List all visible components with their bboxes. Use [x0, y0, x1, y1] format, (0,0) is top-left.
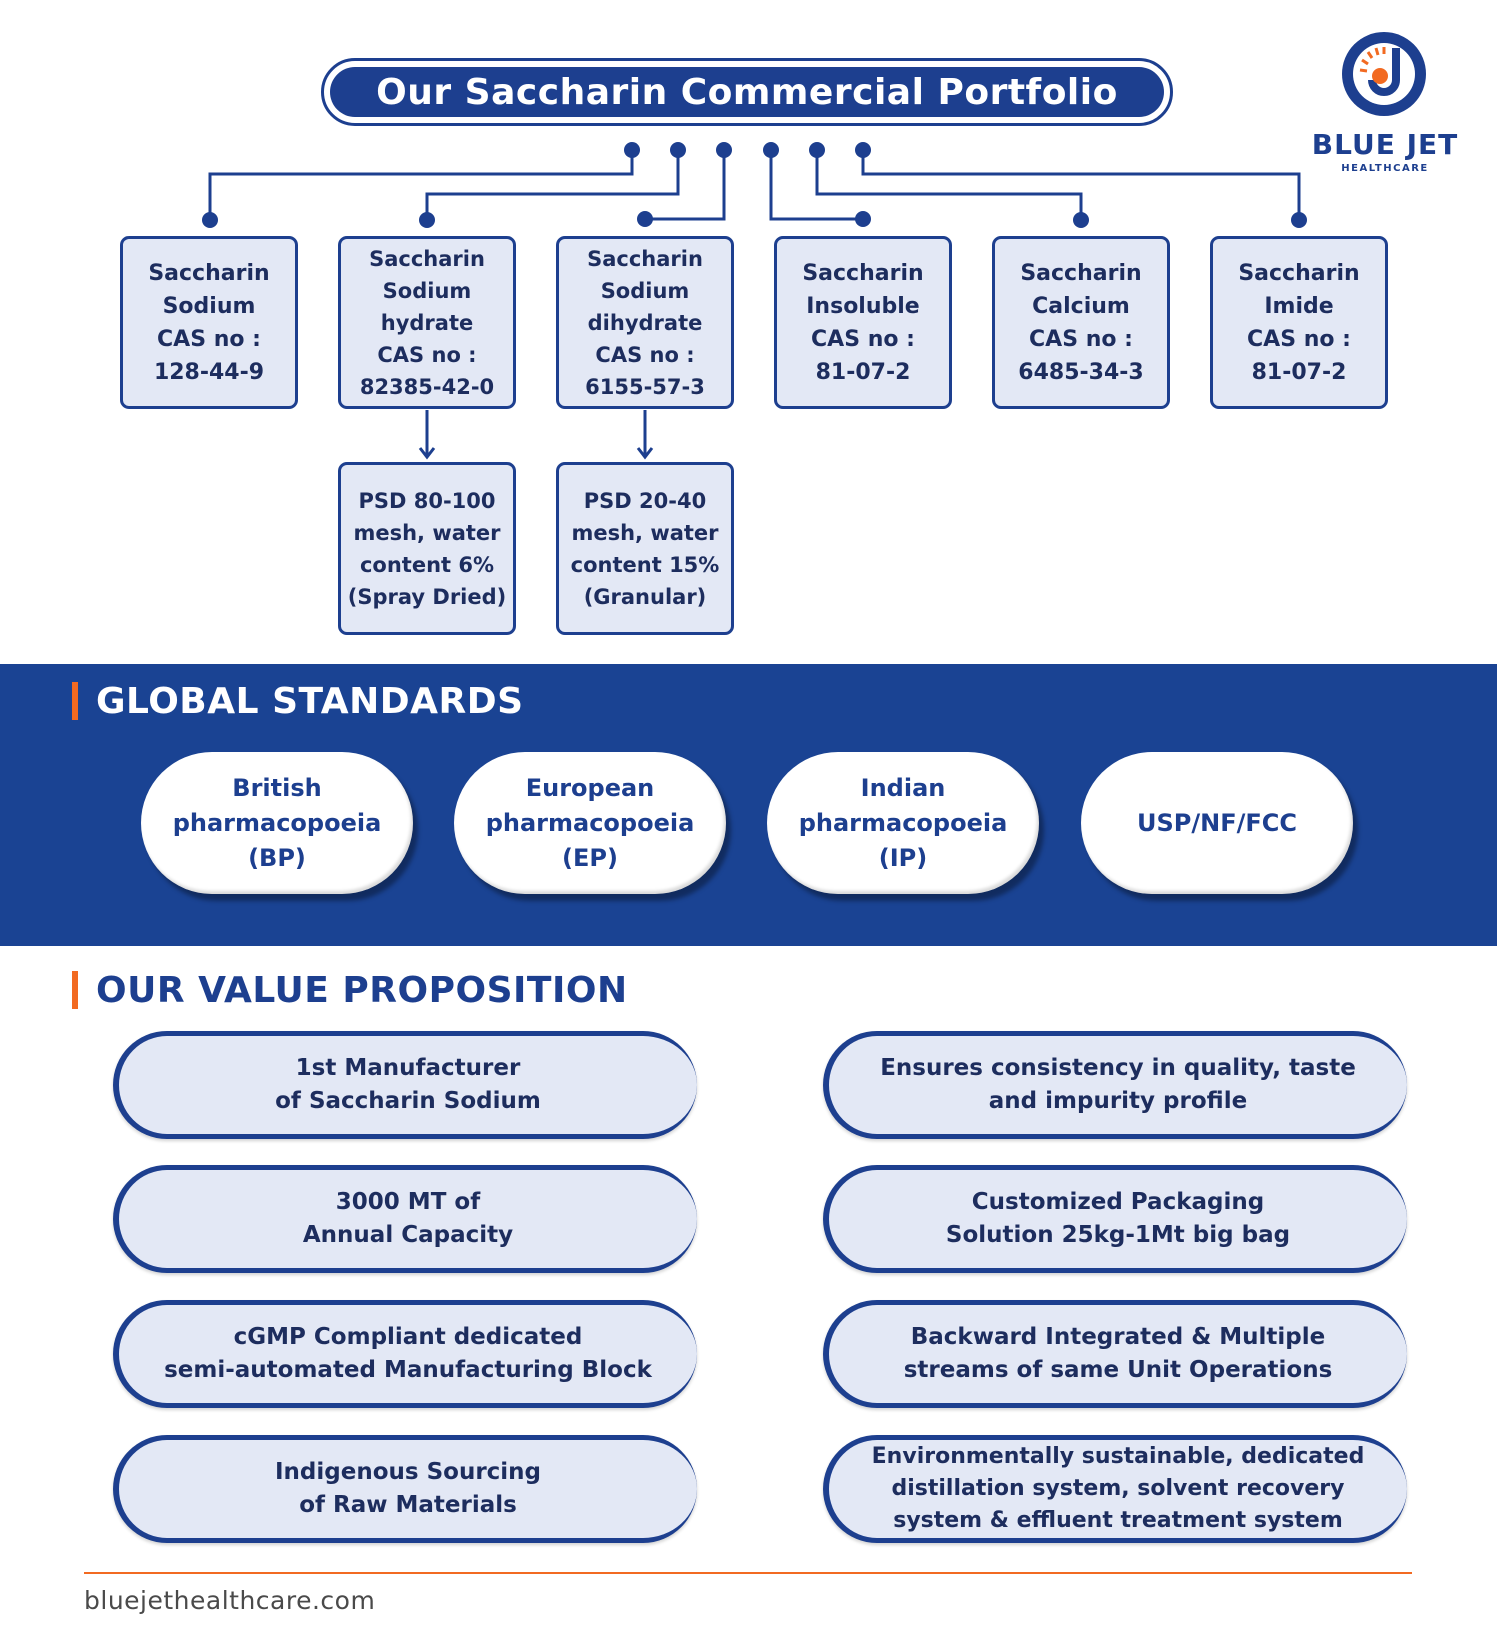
connector-dot — [419, 212, 435, 228]
portfolio-connectors — [202, 142, 1307, 460]
connector-dot — [624, 142, 640, 158]
page-title: Our Saccharin Commercial Portfolio — [330, 67, 1164, 117]
value-pill-right-2: Customized Packaging Solution 25kg-1Mt b… — [823, 1165, 1407, 1273]
connector-6 — [861, 150, 1301, 220]
product-box-saccharin-sodium-dihydrate: Saccharin Sodium dihydrate CAS no : 6155… — [556, 236, 734, 409]
connector-dot — [202, 212, 218, 228]
value-pill-right-1: Ensures consistency in quality, taste an… — [823, 1031, 1407, 1139]
arrowhead-1 — [418, 447, 436, 460]
logo-subtitle: HEALTHCARE — [1341, 163, 1429, 174]
logo: BLUE JET HEALTHCARE — [1300, 28, 1470, 178]
connector-dot — [855, 142, 871, 158]
standard-pill-usp-nf-fcc: USP/NF/FCC — [1081, 752, 1353, 894]
portfolio-title-pill: Our Saccharin Commercial Portfolio — [321, 58, 1173, 126]
product-box-saccharin-sodium: Saccharin Sodium CAS no : 128-44-9 — [120, 236, 298, 409]
connector-dot — [670, 142, 686, 158]
heading-accent-bar — [72, 682, 78, 720]
value-proposition-heading: OUR VALUE PROPOSITION — [72, 969, 628, 1011]
value-proposition-title: OUR VALUE PROPOSITION — [96, 969, 628, 1011]
connector-1 — [208, 150, 634, 220]
connector-dot — [716, 142, 732, 158]
connector-2 — [425, 150, 680, 220]
product-box-saccharin-sodium-hydrate: Saccharin Sodium hydrate CAS no : 82385-… — [338, 236, 516, 409]
connector-dot — [855, 211, 871, 227]
connector-dot — [763, 142, 779, 158]
connector-dot — [1291, 212, 1307, 228]
standard-pill-ep: European pharmacopoeia (EP) — [454, 752, 726, 894]
grade-box-spray-dried: PSD 80-100 mesh, water content 6% (Spray… — [338, 462, 516, 635]
connector-3 — [645, 150, 726, 221]
value-pill-left-3: cGMP Compliant dedicated semi-automated … — [113, 1300, 697, 1408]
connector-dot — [809, 142, 825, 158]
value-pill-left-1: 1st Manufacturer of Saccharin Sodium — [113, 1031, 697, 1139]
standard-pill-ip: Indian pharmacopoeia (IP) — [767, 752, 1039, 894]
footer-divider — [84, 1572, 1412, 1574]
blue-jet-logo-icon — [1342, 32, 1426, 116]
product-box-saccharin-insoluble: Saccharin Insoluble CAS no : 81-07-2 — [774, 236, 952, 409]
standard-pill-bp: British pharmacopoeia (BP) — [141, 752, 413, 894]
global-standards-heading: GLOBAL STANDARDS — [72, 680, 524, 722]
heading-accent-bar — [72, 971, 78, 1009]
footer-website-link[interactable]: bluejethealthcare.com — [84, 1586, 376, 1615]
global-standards-title: GLOBAL STANDARDS — [96, 680, 524, 722]
connector-dot — [1073, 212, 1089, 228]
value-pill-right-4: Environmentally sustainable, dedicated d… — [823, 1435, 1407, 1543]
connector-4 — [769, 150, 863, 221]
grade-box-granular: PSD 20-40 mesh, water content 15% (Granu… — [556, 462, 734, 635]
product-box-saccharin-imide: Saccharin Imide CAS no : 81-07-2 — [1210, 236, 1388, 409]
arrowhead-2 — [636, 447, 654, 460]
value-pill-left-2: 3000 MT of Annual Capacity — [113, 1165, 697, 1273]
product-box-saccharin-calcium: Saccharin Calcium CAS no : 6485-34-3 — [992, 236, 1170, 409]
logo-name: BLUE JET — [1311, 128, 1459, 161]
value-pill-right-3: Backward Integrated & Multiple streams o… — [823, 1300, 1407, 1408]
connector-5 — [815, 150, 1083, 220]
value-pill-left-4: Indigenous Sourcing of Raw Materials — [113, 1435, 697, 1543]
connector-dot — [637, 211, 653, 227]
